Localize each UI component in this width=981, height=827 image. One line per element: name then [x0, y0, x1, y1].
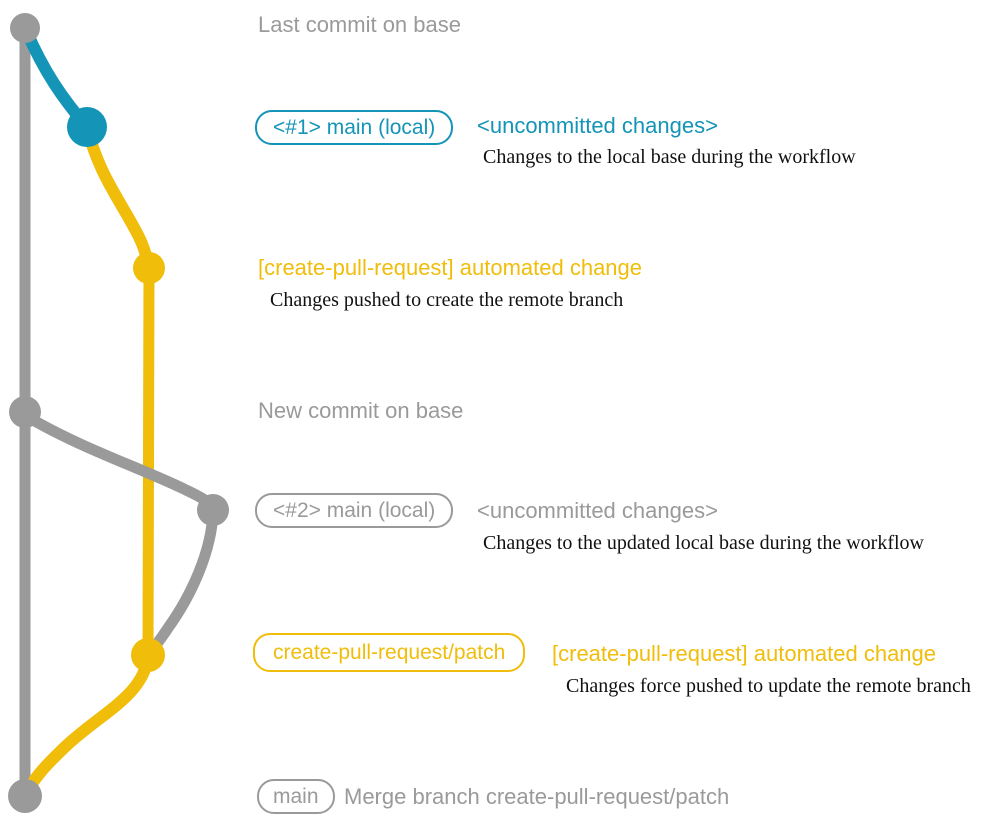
new-commit-label: New commit on base — [258, 398, 464, 423]
merge-curve — [23, 651, 154, 795]
last-commit-label: Last commit on base — [258, 12, 461, 37]
automated-change-label-1: [create-pull-request] automated change — [258, 255, 643, 280]
branch-badge-main-local-2: <#2> main (local) — [255, 493, 454, 528]
local-changes-note-1: Changes to the local base during the wor… — [483, 146, 856, 168]
uncommitted-changes-label-1: <uncommitted changes> — [477, 113, 718, 138]
commit-node-new-base — [9, 396, 41, 428]
automated-change-label-2: [create-pull-request] automated change — [552, 641, 937, 666]
commit-node-patch-1 — [133, 252, 165, 284]
merge-message-label: Merge branch create-pull-request/patch — [344, 784, 730, 809]
patch-branch-line — [142, 262, 155, 661]
commit-node-local-2 — [197, 494, 229, 526]
uncommitted-changes-label-2: <uncommitted changes> — [477, 498, 718, 523]
commit-node-local-1 — [67, 107, 107, 147]
commit-node-patch-2 — [131, 638, 165, 672]
commit-node-merge — [8, 779, 42, 813]
branch-badge-main: main — [257, 779, 335, 814]
rebase-curve — [22, 411, 219, 514]
branch-badge-patch: create-pull-request/patch — [253, 633, 526, 672]
force-push-curve — [144, 505, 219, 659]
push-to-patch-curve — [81, 121, 156, 272]
force-push-note: Changes force pushed to update the remot… — [566, 675, 971, 697]
commit-node-last-base — [10, 13, 40, 43]
push-note: Changes pushed to create the remote bran… — [270, 289, 624, 311]
local-changes-note-2: Changes to the updated local base during… — [483, 532, 924, 554]
branch-badge-main-local-1: <#1> main (local) — [255, 110, 454, 145]
